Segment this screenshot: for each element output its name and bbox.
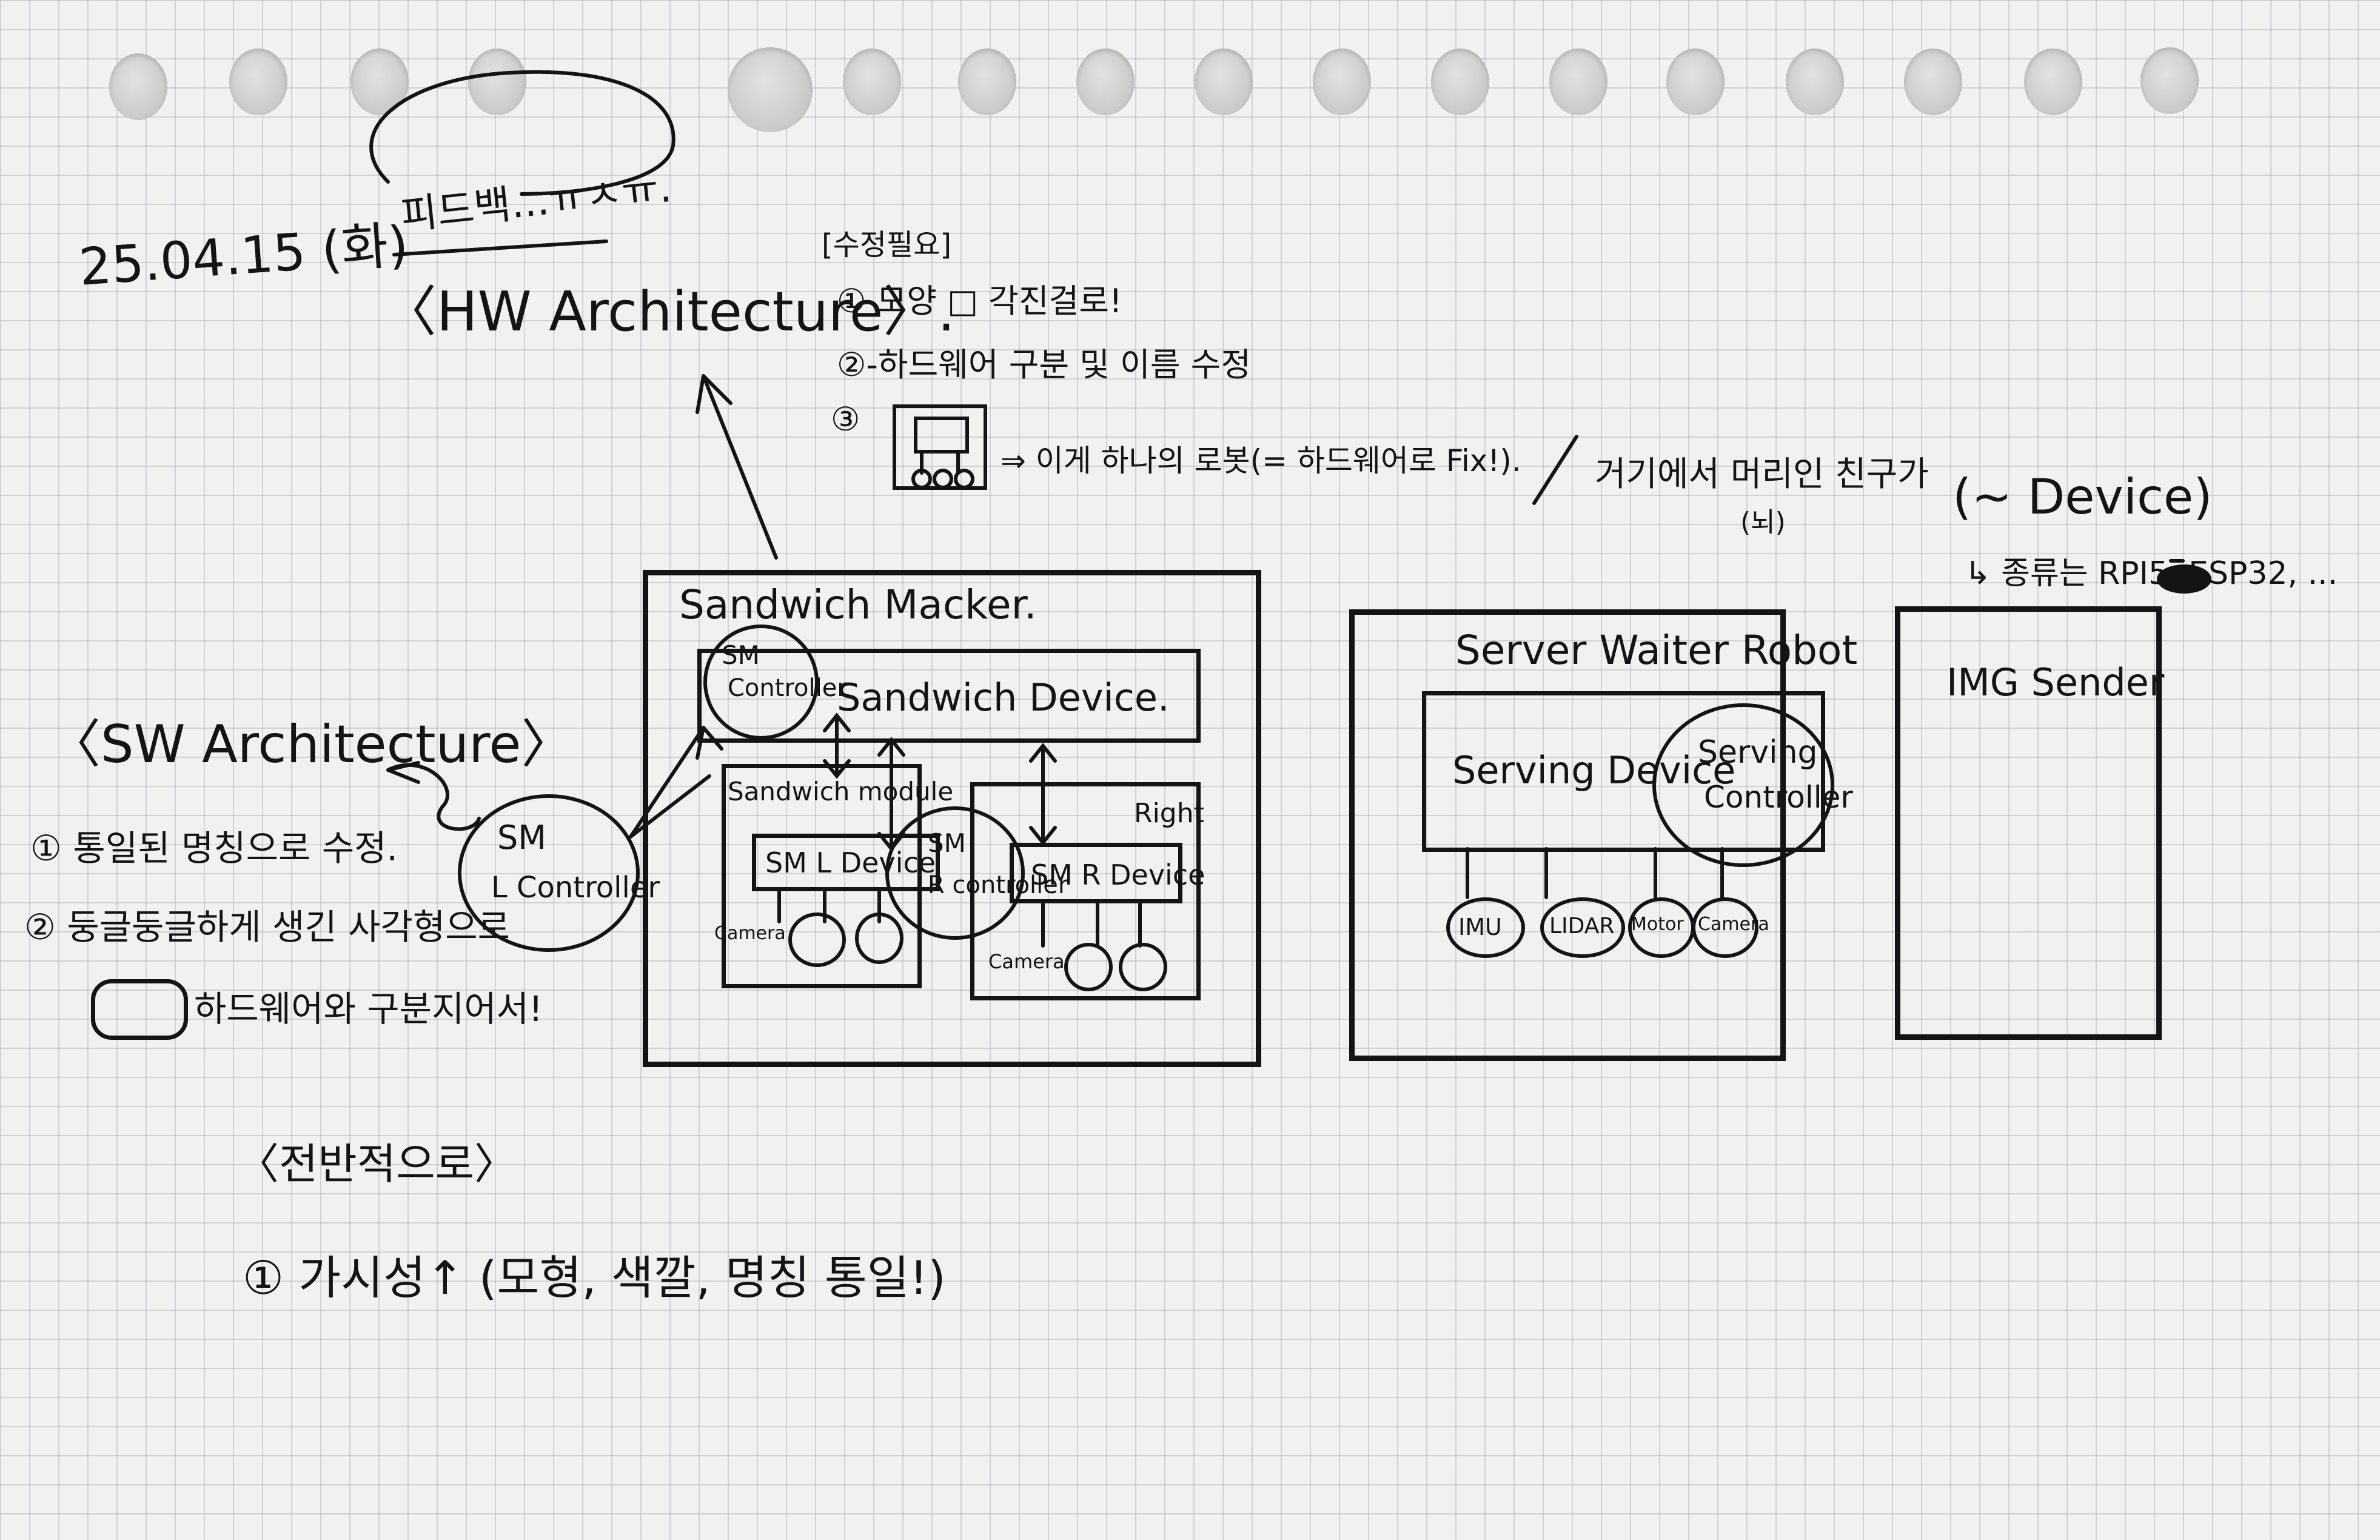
fix-heading: [수정필요] — [822, 228, 952, 262]
sm-controller-circle — [703, 624, 819, 740]
sw-architecture-title: 〈SW Architecture〉 — [49, 714, 574, 775]
sw-item-2: ② 둥글둥글하게 생긴 사각형으로 — [24, 906, 510, 948]
motor-label: Motor — [1631, 914, 1684, 935]
sm-l-controller-circle — [458, 794, 640, 952]
binder-hole — [1195, 49, 1253, 115]
img-sender-box — [1895, 606, 2162, 1040]
serving-controller-circle — [1652, 703, 1834, 867]
lidar-sensor — [1540, 897, 1625, 958]
rounded-rectangle-example — [91, 979, 188, 1040]
sandwich-device-box — [697, 649, 1201, 743]
binder-hole — [958, 49, 1016, 115]
binder-hole — [1431, 49, 1489, 115]
camera-sensor — [1692, 897, 1758, 958]
sandwich-device-label: Sandwich Device. — [837, 675, 1170, 720]
imu-sensor — [1446, 897, 1525, 958]
binder-hole — [109, 53, 167, 120]
binder-hole — [1313, 49, 1371, 115]
sm-r-device-label: SM R Device — [1031, 859, 1205, 891]
overall-item-1: ① 가시성↑ (모형, 색깔, 명칭 통일!) — [243, 1251, 946, 1305]
sw-item-1: ① 통일된 명칭으로 수정. — [30, 828, 398, 869]
fix-item-3-number: ③ — [831, 400, 860, 438]
sw-item-2-continued: 하드웨어와 구분지어서! — [194, 988, 543, 1029]
device-note: (~ Device) — [1953, 469, 2213, 525]
right-camera-label: Camera — [988, 950, 1065, 973]
serving-controller-line-2: Controller — [1704, 780, 1853, 815]
left-camera-label: Camera — [714, 923, 786, 944]
binder-hole — [1549, 49, 1607, 115]
sm-r-controller-line-2: R controller — [928, 871, 1068, 899]
serving-controller-line-1: Serving — [1698, 734, 1818, 771]
sm-l-controller-line-2: L Controller — [491, 871, 660, 905]
binder-hole — [468, 49, 526, 115]
binder-hole — [229, 49, 287, 115]
fix-item-3-brain: (뇌) — [1740, 507, 1786, 538]
imu-label: IMU — [1458, 914, 1502, 940]
sandwich-maker-title: Sandwich Macker. — [679, 581, 1037, 628]
sandwich-maker-box — [643, 570, 1261, 1067]
lidar-label: LIDAR — [1549, 914, 1615, 939]
fix-item-3-continued: 거기에서 머리인 친구가 — [1595, 455, 1929, 494]
server-waiter-robot-title: Server Waiter Robot — [1455, 627, 1858, 674]
fix-item-1: ① 모양 □ 각진걸로! — [837, 282, 1122, 320]
right-sensor-1 — [1064, 943, 1113, 991]
sandwich-module-right-box — [970, 782, 1201, 1000]
sm-l-controller-line-1: SM — [497, 819, 546, 857]
binder-hole — [1076, 49, 1135, 115]
fix-item-2: ②-하드웨어 구분 및 이름 수정 — [837, 346, 1252, 384]
right-sensor-2 — [1119, 943, 1167, 991]
binder-hole — [1666, 49, 1725, 115]
binder-hole — [2024, 49, 2082, 115]
binder-hole — [843, 49, 901, 115]
left-sensor-1 — [788, 912, 846, 967]
fix-item-3-text: ⇒ 이게 하나의 로봇(= 하드웨어로 Fix!). — [1001, 443, 1521, 478]
binder-hole — [1904, 49, 1962, 115]
img-sender-title: IMG Sender — [1946, 660, 2165, 705]
binder-hole — [1786, 49, 1844, 115]
sm-r-controller-line-1: SM — [928, 828, 966, 858]
binder-hole — [728, 47, 813, 132]
sm-controller-line-2: Controller — [728, 674, 847, 702]
sandwich-module-label: Sandwich module — [728, 777, 954, 806]
sm-r-controller-circle — [885, 806, 1025, 940]
overall-title: 〈전반적으로〉 — [236, 1139, 517, 1189]
camera-label: Camera — [1698, 914, 1769, 935]
left-sensor-2 — [855, 912, 903, 964]
binder-hole — [2140, 47, 2199, 114]
sm-controller-line-1: SM — [722, 640, 760, 670]
hw-architecture-title: 〈HW Architecture〉. — [382, 280, 955, 344]
sm-r-device-box — [1010, 843, 1182, 903]
device-examples: ↳ 종류는 RPI5, ESP32, ... — [1965, 555, 2338, 592]
right-label: Right — [1134, 798, 1204, 829]
